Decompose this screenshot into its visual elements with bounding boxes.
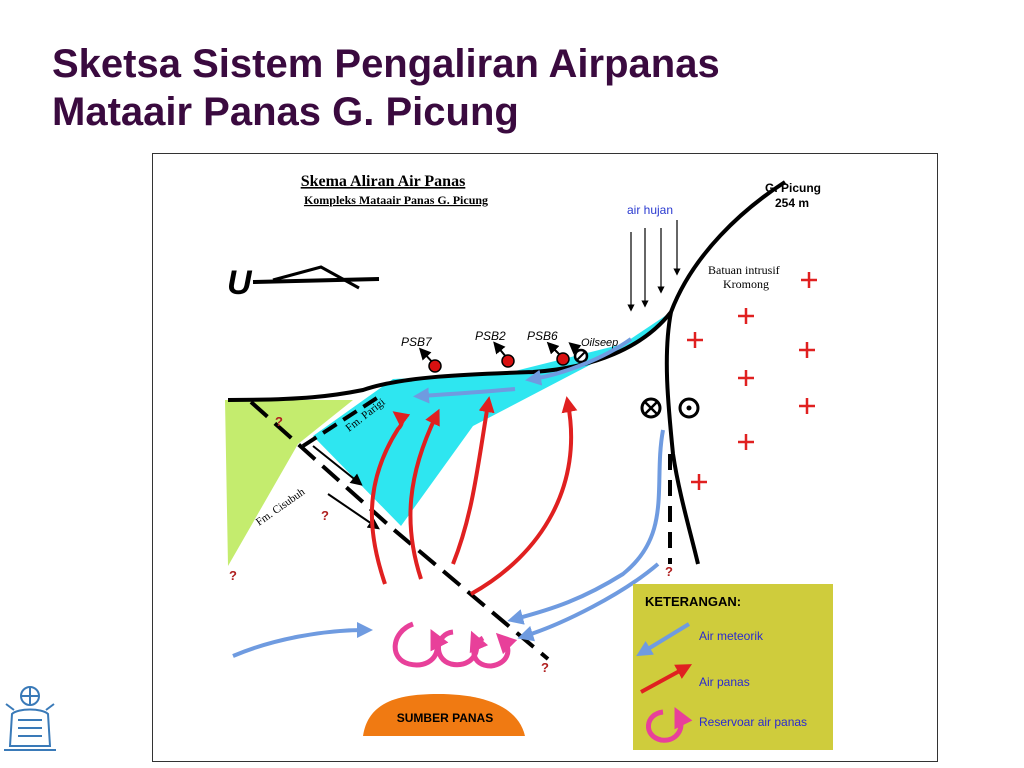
spring-label-psb6: PSB6 — [527, 329, 558, 343]
spring-label-psb7: PSB7 — [401, 335, 433, 349]
peak-elevation: 254 m — [775, 196, 809, 210]
diagram-subheading: Kompleks Mataair Panas G. Picung — [304, 193, 488, 207]
heat-source-label: SUMBER PANAS — [397, 711, 493, 725]
north-arrow-symbol: U — [227, 264, 380, 302]
diagram-canvas: Skema Aliran Air Panas Kompleks Mataair … — [225, 173, 833, 750]
fault-motion-arrow — [327, 493, 380, 530]
cisubuh-formation — [225, 400, 353, 566]
oilseep-label: Oilseep — [581, 337, 618, 349]
institution-logo — [4, 686, 56, 751]
reservoir-swirls — [392, 621, 518, 669]
legend-title: KETERANGAN: — [645, 594, 741, 609]
fault-motion-symbols — [640, 397, 700, 419]
spring-label-psb2: PSB2 — [475, 329, 506, 343]
uncertain-mark: ? — [321, 508, 329, 523]
title-line-2: Mataair Panas G. Picung — [52, 90, 519, 134]
uncertain-mark: ? — [541, 660, 549, 675]
legend-label-meteoric: Air meteorik — [699, 629, 764, 643]
uncertain-mark: ? — [229, 568, 237, 583]
fault-motion-arrow — [312, 445, 363, 486]
spring-psb6 — [556, 352, 570, 366]
legend-label-hot-water: Air panas — [699, 675, 750, 689]
legend-label-reservoir: Reservoar air panas — [699, 715, 807, 729]
uncertain-mark: ? — [275, 414, 283, 429]
meteoric-flows — [232, 337, 665, 658]
diagram-heading: Skema Aliran Air Panas — [301, 173, 466, 190]
geothermal-diagram: Skema Aliran Air Panas Kompleks Mataair … — [152, 153, 938, 762]
spring-psb7 — [428, 359, 442, 373]
intrusion-contact — [664, 311, 700, 565]
springs: PSB7 PSB2 PSB6 Oilseep — [401, 329, 618, 373]
fault-line-parigi — [301, 392, 385, 448]
rain-arrows — [627, 220, 681, 312]
legend-meteoric-arrow — [636, 622, 691, 657]
fault-line-main — [249, 400, 550, 661]
uncertain-mark: ? — [665, 564, 673, 579]
intrusion-label-1: Batuan intrusif — [708, 263, 780, 277]
intrusion-label-2: Kromong — [723, 277, 769, 291]
intrusion-cross-symbols — [687, 272, 817, 490]
slide-title: Sketsa Sistem Pengaliran Airpanas Mataai… — [52, 40, 952, 136]
heat-source — [363, 694, 525, 736]
legend: KETERANGAN: Air meteorik Air panas Reser… — [633, 584, 833, 750]
legend-hot-water-arrow — [640, 664, 693, 694]
north-label: U — [227, 264, 253, 302]
rain-label: air hujan — [627, 203, 673, 217]
legend-reservoir-swirl — [646, 707, 693, 743]
spring-psb2 — [501, 354, 515, 368]
hot-water-flows — [369, 396, 578, 596]
title-line-1: Sketsa Sistem Pengaliran Airpanas — [52, 42, 720, 86]
peak-name: G. Picung — [765, 181, 821, 195]
